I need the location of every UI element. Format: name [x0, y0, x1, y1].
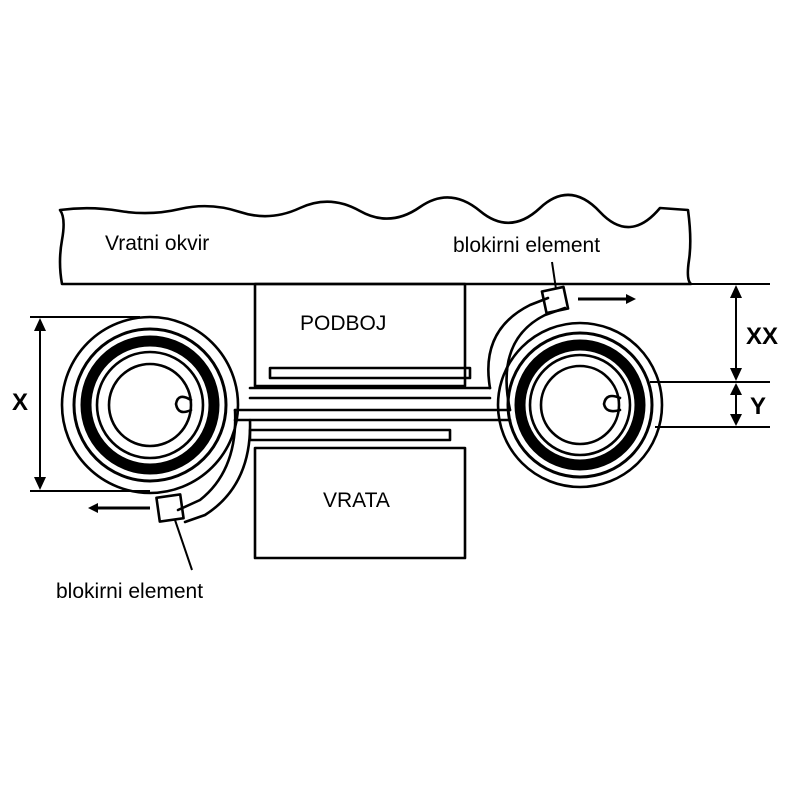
- left-strap-wrap: [176, 408, 237, 512]
- dim-x-label: X: [12, 389, 28, 416]
- door-frame-label: Vratni okvir: [105, 232, 209, 255]
- dim-y-arrow-bottom: [730, 414, 742, 426]
- blocking-element-top-label: blokirni element: [453, 234, 600, 257]
- blocking-element-top-box: [540, 285, 570, 315]
- dim-x-arrow-bottom: [34, 477, 46, 490]
- blocking-element-bottom-leader: [174, 519, 193, 571]
- dim-y-label: Y: [750, 393, 766, 420]
- right-hinge-knuckle: [496, 321, 664, 489]
- hinge-leaf-lower: [248, 428, 452, 442]
- blocking-element-top-leader: [551, 261, 557, 290]
- dim-xx-arrow-top: [730, 285, 742, 298]
- left-strap-wrap-outer: [183, 418, 252, 524]
- dim-xx-label: XX: [746, 323, 778, 350]
- podboj-label: PODBOJ: [300, 312, 386, 335]
- hinge-leaf-upper: [268, 366, 472, 380]
- vrata-label: VRATA: [323, 489, 390, 512]
- door-frame: [58, 193, 693, 286]
- dim-xx-arrow-bottom: [730, 368, 742, 381]
- right-strap-wrap: [487, 296, 550, 390]
- dim-x-arrow-top: [34, 318, 46, 331]
- left-hinge-knuckle: [60, 315, 240, 495]
- blocking-element-bottom-label: blokirni element: [56, 580, 203, 603]
- vrata-block: [253, 446, 467, 560]
- blocking-element-bottom-box: [155, 493, 185, 523]
- dim-y-arrow-top: [730, 383, 742, 395]
- podboj-block: [253, 282, 467, 388]
- right-strap-wrap-outer: [505, 306, 567, 412]
